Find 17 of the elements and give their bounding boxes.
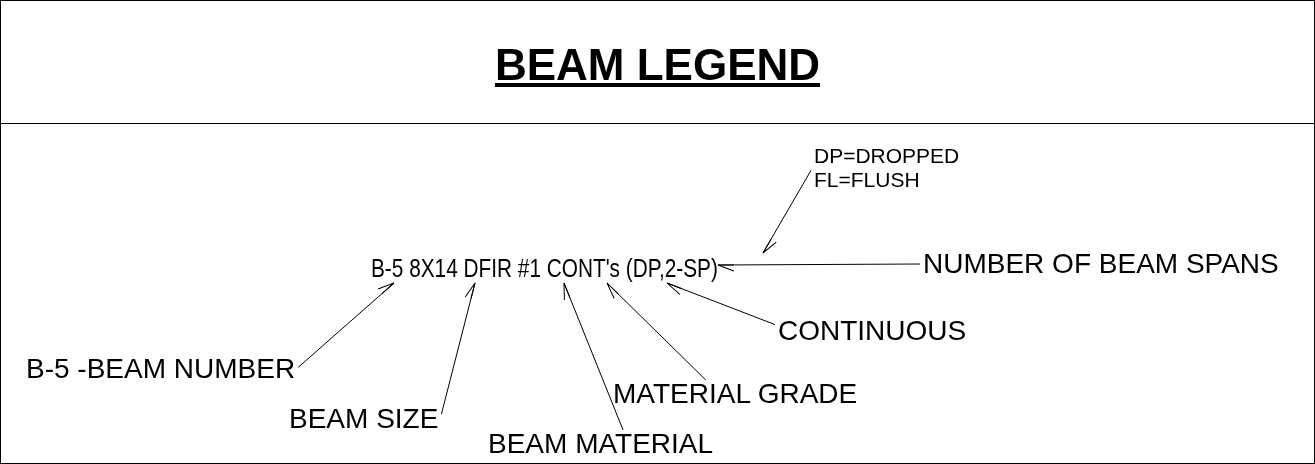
callout-text: CONTINUOUS <box>778 315 967 347</box>
leader-line <box>563 282 624 431</box>
title: BEAM LEGEND <box>493 39 822 91</box>
callout-text: B-5 -BEAM NUMBER <box>26 353 296 385</box>
leader-line <box>606 282 707 381</box>
code-text: B-5 8X14 DFIR #1 CONT's (DP,2-SP) <box>371 253 718 283</box>
leader-line <box>717 263 921 272</box>
callout-text: BEAM MATERIAL <box>488 428 714 460</box>
leader-line <box>440 282 476 415</box>
leader-line <box>297 282 395 368</box>
callout-text: BEAM SIZE <box>289 403 439 435</box>
leader-line <box>762 169 812 254</box>
leader-line <box>666 282 776 326</box>
callout-text: MATERIAL GRADE <box>613 378 858 410</box>
callout-text: DP=DROPPED <box>814 144 960 168</box>
callout-text: FL=FLUSH <box>814 168 921 192</box>
callout-text: NUMBER OF BEAM SPANS <box>923 248 1279 280</box>
